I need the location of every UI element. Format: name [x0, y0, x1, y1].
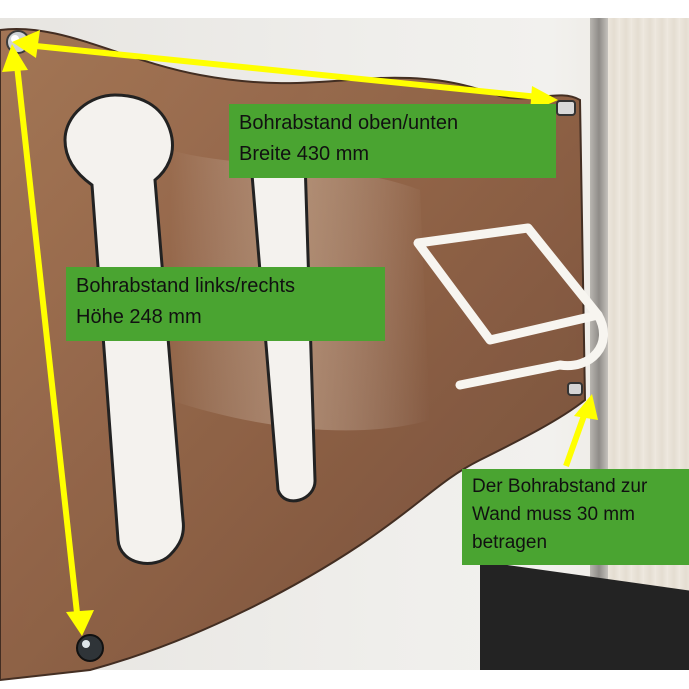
label-width-line2: Breite 430 mm	[239, 143, 370, 165]
screw-top-right	[556, 100, 576, 116]
label-wall-line2: Wand muss 30 mm	[472, 504, 635, 525]
label-wall-line1: Der Bohrabstand zur	[472, 476, 648, 497]
screw-bottom-right	[567, 382, 583, 396]
label-height-distance: Bohrabstand links/rechts Höhe 248 mm	[66, 267, 385, 341]
label-height-line1: Bohrabstand links/rechts	[76, 275, 296, 297]
label-wall-line3: betragen	[472, 532, 548, 553]
wire-bracket	[413, 223, 608, 390]
screw-bottom-left	[76, 634, 104, 662]
label-width-line1: Bohrabstand oben/unten	[239, 112, 459, 134]
screw-top-left	[6, 30, 30, 54]
label-height-line2: Höhe 248 mm	[76, 306, 202, 328]
label-width-distance: Bohrabstand oben/unten Breite 430 mm	[229, 104, 556, 178]
label-wall-distance: Der Bohrabstand zur Wand muss 30 mm betr…	[462, 469, 689, 565]
